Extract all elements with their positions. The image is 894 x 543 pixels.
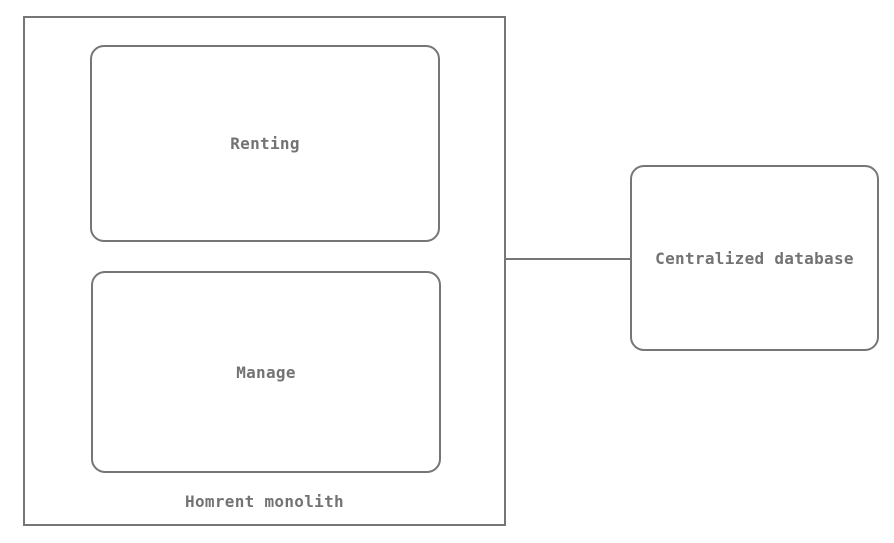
centralized-database: Centralized database <box>630 165 879 351</box>
manage-module: Manage <box>91 271 441 473</box>
manage-module-label: Manage <box>236 362 296 382</box>
renting-module-label: Renting <box>230 134 300 153</box>
database-label: Centralized database <box>655 248 854 268</box>
monolith-database-connector <box>506 258 630 260</box>
monolith-label: Homrent monolith <box>185 492 344 511</box>
renting-module: Renting <box>90 45 440 242</box>
